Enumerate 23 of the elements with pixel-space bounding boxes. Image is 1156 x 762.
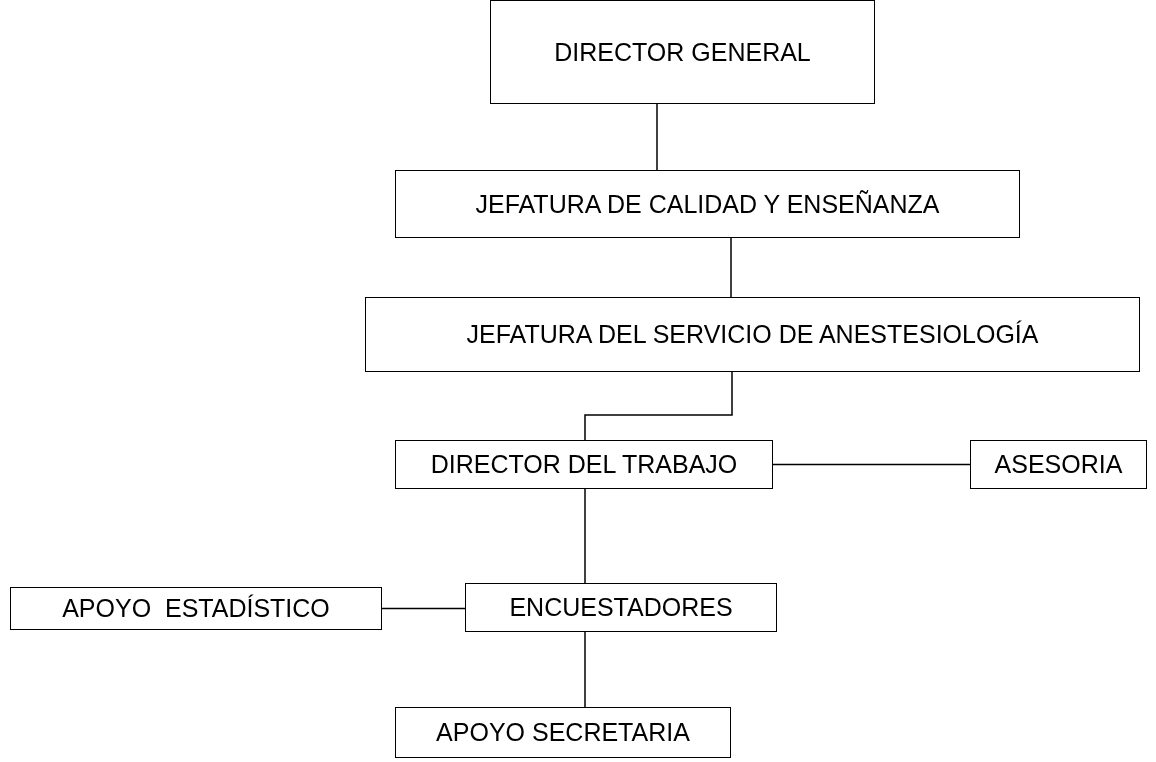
connector-line xyxy=(656,103,658,171)
box-label: JEFATURA DE CALIDAD Y ENSEÑANZA xyxy=(475,189,940,219)
org-box xyxy=(465,583,777,632)
connector-line xyxy=(584,631,586,708)
connector-line xyxy=(730,237,732,298)
connector-line xyxy=(772,463,971,466)
connector-line xyxy=(381,607,466,610)
org-box xyxy=(395,440,773,489)
org-box xyxy=(365,297,1140,372)
box-label: DIRECTOR GENERAL xyxy=(554,37,811,67)
org-box xyxy=(395,707,731,758)
box-label: APOYO SECRETARIA xyxy=(436,718,690,747)
org-box xyxy=(10,587,382,630)
org-box xyxy=(395,170,1020,238)
box-label: DIRECTOR DEL TRABAJO xyxy=(430,450,738,479)
connector-line xyxy=(584,488,586,584)
box-label: ASESORIA xyxy=(994,450,1123,479)
org-box xyxy=(490,0,875,104)
connector-line xyxy=(584,371,733,441)
box-label: JEFATURA DEL SERVICIO DE ANESTESIOLOGÍA xyxy=(466,320,1039,349)
box-label: ENCUESTADORES xyxy=(509,593,733,622)
box-label: APOYO ESTADÍSTICO xyxy=(62,594,330,623)
org-box xyxy=(970,440,1147,489)
